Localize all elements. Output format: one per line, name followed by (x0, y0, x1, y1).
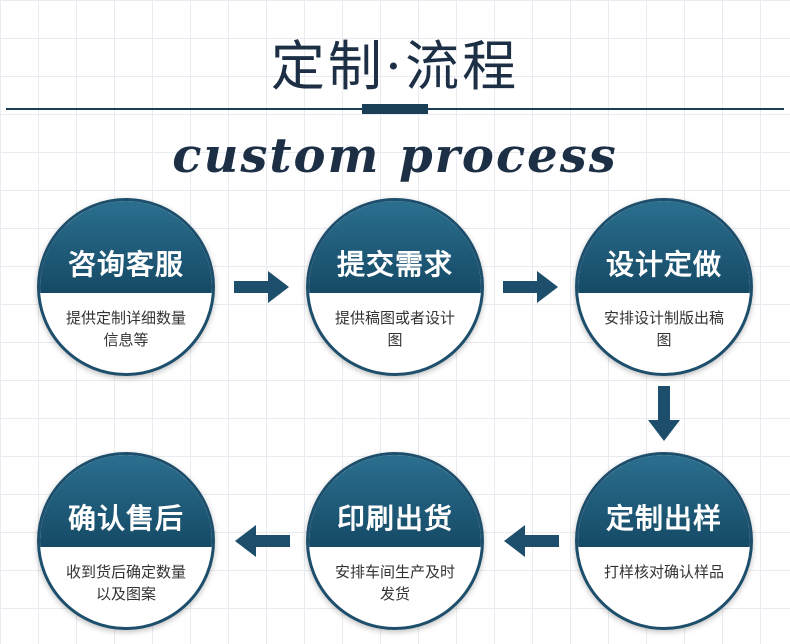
step-header: 定制出样 (578, 455, 750, 547)
step-sample-production: 定制出样 打样核对确认样品 (575, 452, 753, 630)
step-design-custom: 设计定做 安排设计制版出稿图 (575, 198, 753, 376)
arrow-left-icon (504, 525, 559, 557)
step-header: 印刷出货 (309, 455, 481, 547)
step-submit-requirements: 提交需求 提供稿图或者设计图 (306, 198, 484, 376)
step-header: 设计定做 (578, 201, 750, 293)
step-after-sales: 确认售后 收到货后确定数量以及图案 (37, 452, 215, 630)
title-divider-accent (362, 104, 428, 114)
arrow-right-icon (234, 271, 289, 303)
step-title: 印刷出货 (336, 502, 453, 535)
page-title: 定制·流程 (270, 35, 520, 98)
arrow-right-icon (503, 271, 558, 303)
step-header: 确认售后 (40, 455, 212, 547)
step-header: 提交需求 (309, 201, 481, 293)
arrow-down-icon (648, 386, 680, 441)
step-description: 提供稿图或者设计图 (334, 309, 455, 349)
step-title: 确认售后 (67, 502, 184, 535)
step-description: 打样核对确认样品 (603, 563, 724, 581)
step-title: 设计定做 (605, 248, 722, 281)
page-subtitle: custom process (172, 128, 618, 184)
step-description: 提供定制详细数量信息等 (65, 309, 186, 349)
step-consult-service: 咨询客服 提供定制详细数量信息等 (37, 198, 215, 376)
step-print-ship: 印刷出货 安排车间生产及时发货 (306, 452, 484, 630)
step-title: 定制出样 (605, 502, 722, 535)
step-description: 安排车间生产及时发货 (334, 563, 455, 603)
arrow-left-icon (235, 525, 290, 557)
step-title: 提交需求 (336, 248, 453, 281)
step-title: 咨询客服 (67, 248, 184, 281)
step-description: 安排设计制版出稿图 (603, 309, 724, 349)
step-header: 咨询客服 (40, 201, 212, 293)
step-description: 收到货后确定数量以及图案 (65, 563, 186, 603)
